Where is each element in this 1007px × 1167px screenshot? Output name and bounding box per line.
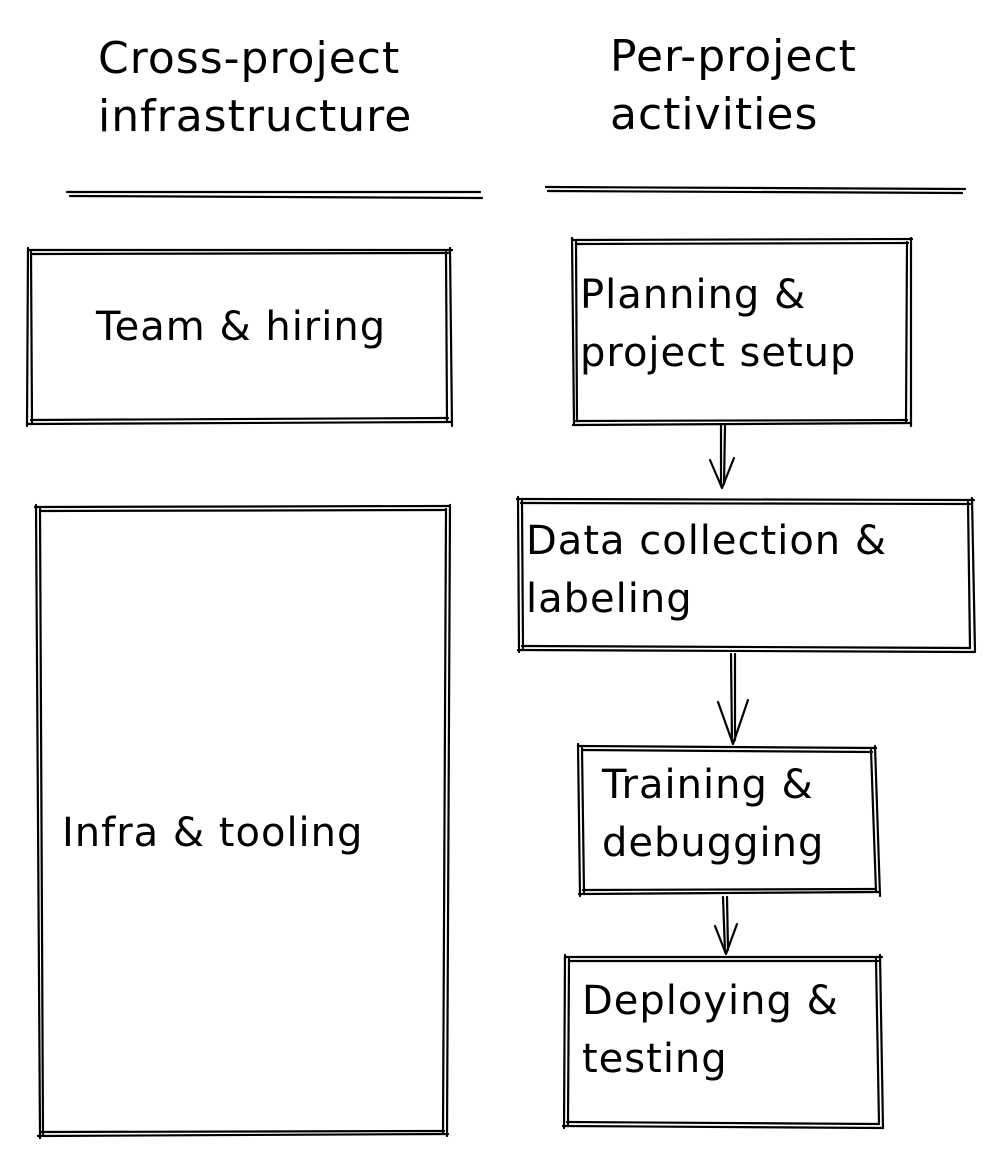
deploying-text-line-1: Deploying & bbox=[582, 978, 839, 1024]
planning-text-line-1: Planning & bbox=[580, 272, 807, 318]
data-collection-text-line-1: Data collection & bbox=[526, 518, 888, 564]
right-heading-underline bbox=[544, 185, 967, 195]
training-box bbox=[576, 742, 882, 898]
training-text-line-1: Training & bbox=[602, 762, 814, 808]
infra-tooling-text: Infra & tooling bbox=[62, 810, 364, 856]
flow-arrow-3 bbox=[713, 895, 739, 956]
planning-box bbox=[570, 236, 914, 428]
infra-tooling-label: Infra & tooling bbox=[62, 804, 363, 862]
planning-label: Planning & project setup bbox=[580, 266, 856, 382]
team-hiring-text: Team & hiring bbox=[96, 304, 387, 350]
left-heading-line-1: Cross-project bbox=[98, 33, 401, 84]
team-hiring-box bbox=[25, 246, 454, 428]
training-label: Training & debugging bbox=[602, 756, 824, 872]
deploying-box bbox=[561, 953, 885, 1130]
data-collection-label: Data collection & labeling bbox=[526, 512, 887, 628]
data-collection-text-line-2: labeling bbox=[526, 576, 693, 622]
right-heading-line-2: activities bbox=[610, 89, 819, 140]
flow-arrow-2 bbox=[716, 652, 750, 746]
training-text-line-2: debugging bbox=[602, 820, 825, 866]
deploying-text-line-2: testing bbox=[582, 1036, 728, 1082]
right-column-heading: Per-project activities bbox=[610, 28, 857, 144]
right-heading-line-1: Per-project bbox=[610, 31, 857, 82]
left-column-heading: Cross-project infrastructure bbox=[98, 30, 412, 146]
planning-text-line-2: project setup bbox=[580, 330, 857, 376]
team-hiring-label: Team & hiring bbox=[96, 298, 386, 356]
flow-arrow-1 bbox=[708, 424, 736, 490]
left-heading-underline bbox=[65, 190, 484, 200]
deploying-label: Deploying & testing bbox=[582, 972, 839, 1088]
data-collection-box bbox=[515, 495, 977, 654]
left-heading-line-2: infrastructure bbox=[98, 91, 413, 142]
infra-tooling-box bbox=[33, 503, 452, 1140]
